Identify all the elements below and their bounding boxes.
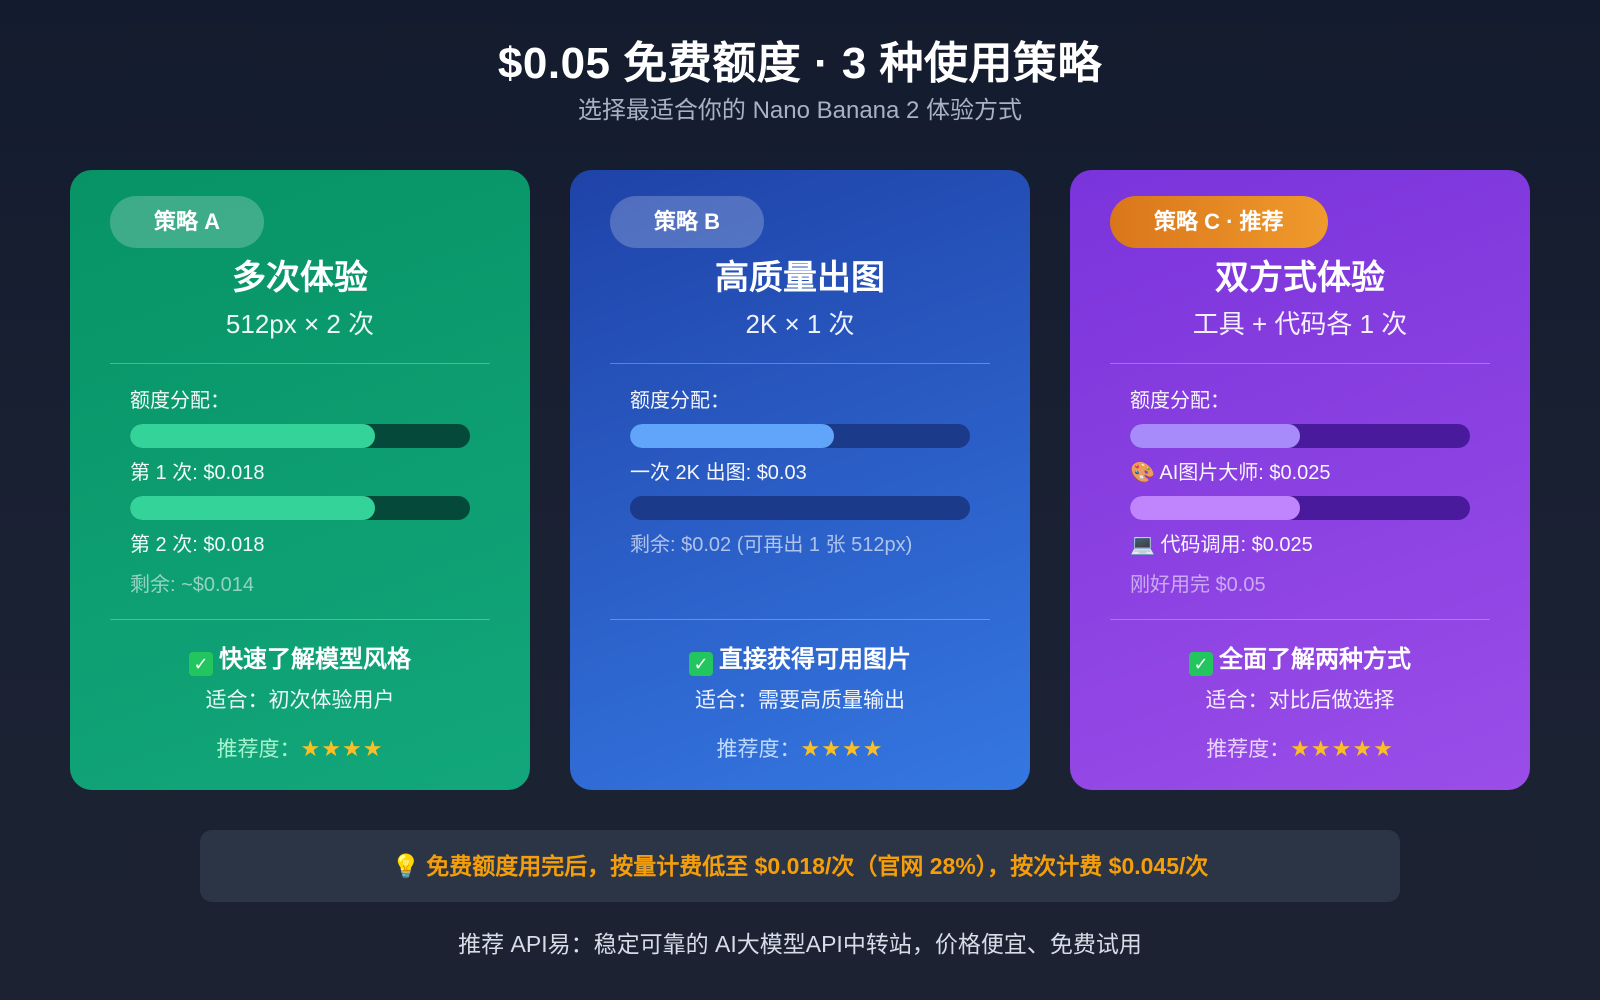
fit-text: 适合：对比后做选择 bbox=[1205, 689, 1395, 712]
strategy-badge-recommended: 策略 C · 推荐 bbox=[1110, 196, 1328, 248]
card-subtitle: 2K × 1 次 bbox=[745, 309, 855, 339]
rating: 推荐度：★★★★ bbox=[70, 734, 530, 765]
divider bbox=[110, 363, 490, 364]
allocation-label: 额度分配： bbox=[1130, 390, 1230, 412]
allocation-bar-fill bbox=[1130, 424, 1300, 448]
benefit-label: 直接获得可用图片 bbox=[719, 646, 911, 673]
benefit-text: ✓快速了解模型风格 bbox=[70, 644, 530, 676]
strategy-card-a: 策略 A 多次体验 512px × 2 次 额度分配： 第 1 次: $0.01… bbox=[70, 170, 530, 790]
allocation-remaining: 剩余: ~$0.014 bbox=[130, 574, 254, 596]
tip-text: 免费额度用完后，按量计费低至 $0.018/次（官网 28%），按次计费 $0.… bbox=[426, 853, 1209, 879]
footer-text: 推荐 API易：稳定可靠的 AI大模型API中转站，价格便宜、免费试用 bbox=[458, 931, 1142, 957]
divider bbox=[110, 619, 490, 620]
fit-text: 适合：初次体验用户 bbox=[205, 689, 395, 712]
allocation-bar-2 bbox=[130, 496, 470, 520]
allocation-bar-1 bbox=[630, 424, 970, 448]
allocation-remaining: 剩余: $0.02 (可再出 1 张 512px) bbox=[630, 534, 913, 556]
page-title: $0.05 免费额度 · 3 种使用策略 bbox=[497, 39, 1103, 88]
allocation-remaining: 刚好用完 $0.05 bbox=[1130, 574, 1266, 596]
rating-label: 推荐度： bbox=[716, 738, 801, 761]
strategy-badge: 策略 A bbox=[110, 196, 265, 248]
divider bbox=[610, 619, 990, 620]
allocation-bar-fill bbox=[1130, 496, 1300, 520]
allocation-line-2: 第 2 次: $0.018 bbox=[130, 534, 265, 556]
star-icon: ★★★★ bbox=[800, 736, 884, 761]
rating: 推荐度：★★★★★ bbox=[1070, 734, 1530, 765]
card-subtitle: 512px × 2 次 bbox=[225, 309, 375, 339]
divider bbox=[1110, 619, 1490, 620]
allocation-bar-2 bbox=[1130, 496, 1470, 520]
allocation-bar-fill bbox=[130, 424, 375, 448]
page-subtitle: 选择最适合你的 Nano Banana 2 体验方式 bbox=[577, 97, 1023, 124]
strategy-badge: 策略 B bbox=[610, 196, 765, 248]
header: $0.05 免费额度 · 3 种使用策略 选择最适合你的 Nano Banana… bbox=[0, 36, 1600, 128]
card-title: 高质量出图 bbox=[715, 259, 885, 297]
star-icon: ★★★★ bbox=[300, 736, 384, 761]
check-mark-icon: ✓ bbox=[1189, 652, 1213, 676]
fit-text: 适合：需要高质量输出 bbox=[695, 689, 905, 712]
divider bbox=[610, 363, 990, 364]
tip-banner: 💡免费额度用完后，按量计费低至 $0.018/次（官网 28%），按次计费 $0… bbox=[200, 830, 1400, 902]
strategy-card-b: 策略 B 高质量出图 2K × 1 次 额度分配： 一次 2K 出图: $0.0… bbox=[570, 170, 1030, 790]
card-title: 双方式体验 bbox=[1215, 259, 1385, 297]
divider bbox=[1110, 363, 1490, 364]
strategy-card-c: 策略 C · 推荐 双方式体验 工具 + 代码各 1 次 额度分配： 🎨 AI图… bbox=[1070, 170, 1530, 790]
allocation-line-1: 第 1 次: $0.018 bbox=[130, 462, 265, 484]
benefit-label: 快速了解模型风格 bbox=[219, 646, 411, 673]
benefit-text: ✓全面了解两种方式 bbox=[1070, 644, 1530, 676]
card-subtitle: 工具 + 代码各 1 次 bbox=[1192, 309, 1408, 339]
check-mark-icon: ✓ bbox=[689, 652, 713, 676]
star-icon: ★★★★★ bbox=[1290, 736, 1394, 761]
lightbulb-icon: 💡 bbox=[391, 853, 421, 879]
allocation-label: 额度分配： bbox=[130, 390, 230, 412]
benefit-text: ✓直接获得可用图片 bbox=[570, 644, 1030, 676]
check-mark-icon: ✓ bbox=[189, 652, 213, 676]
rating-label: 推荐度： bbox=[216, 738, 301, 761]
allocation-line-2: 💻 代码调用: $0.025 bbox=[1130, 534, 1313, 556]
allocation-line-1: 🎨 AI图片大师: $0.025 bbox=[1130, 462, 1331, 484]
card-title: 多次体验 bbox=[232, 259, 368, 297]
rating-label: 推荐度： bbox=[1206, 738, 1291, 761]
allocation-label: 额度分配： bbox=[630, 390, 730, 412]
benefit-label: 全面了解两种方式 bbox=[1219, 646, 1411, 673]
allocation-bar-fill bbox=[130, 496, 375, 520]
allocation-bar-2 bbox=[630, 496, 970, 520]
allocation-line-1: 一次 2K 出图: $0.03 bbox=[630, 462, 807, 484]
allocation-bar-1 bbox=[1130, 424, 1470, 448]
allocation-bar-1 bbox=[130, 424, 470, 448]
allocation-bar-fill bbox=[630, 424, 834, 448]
rating: 推荐度：★★★★ bbox=[570, 734, 1030, 765]
